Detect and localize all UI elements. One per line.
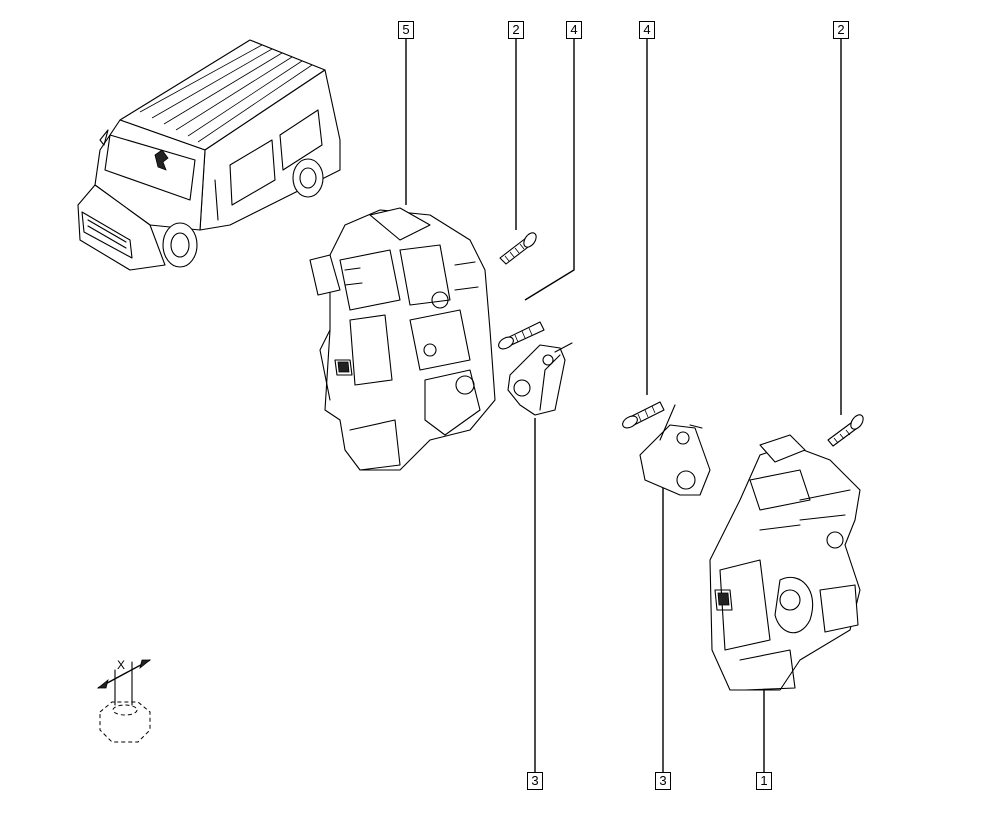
part-1-lock-assembly (709, 434, 861, 691)
callout-3-left: 3 (527, 772, 543, 790)
callout-3-mid: 3 (655, 772, 671, 790)
part-4-striker-right (639, 404, 711, 496)
callout-5: 5 (398, 21, 414, 39)
leader-lines (405, 38, 842, 772)
dimension-label-x: X (117, 658, 126, 672)
callout-2-left: 2 (508, 21, 524, 39)
callout-2-right: 2 (833, 21, 849, 39)
nut-dimension-symbol (96, 659, 152, 743)
callout-4-right: 4 (639, 21, 655, 39)
screw-part-2-right (827, 414, 864, 447)
van-illustration (77, 39, 341, 271)
callout-1: 1 (756, 772, 772, 790)
part-4-striker-left (507, 342, 573, 416)
part-5-lock-assembly (309, 207, 496, 471)
callout-4-left: 4 (566, 21, 582, 39)
screw-part-2-left (499, 232, 537, 265)
screw-striker-left (498, 321, 545, 350)
screw-striker-right (622, 401, 665, 429)
